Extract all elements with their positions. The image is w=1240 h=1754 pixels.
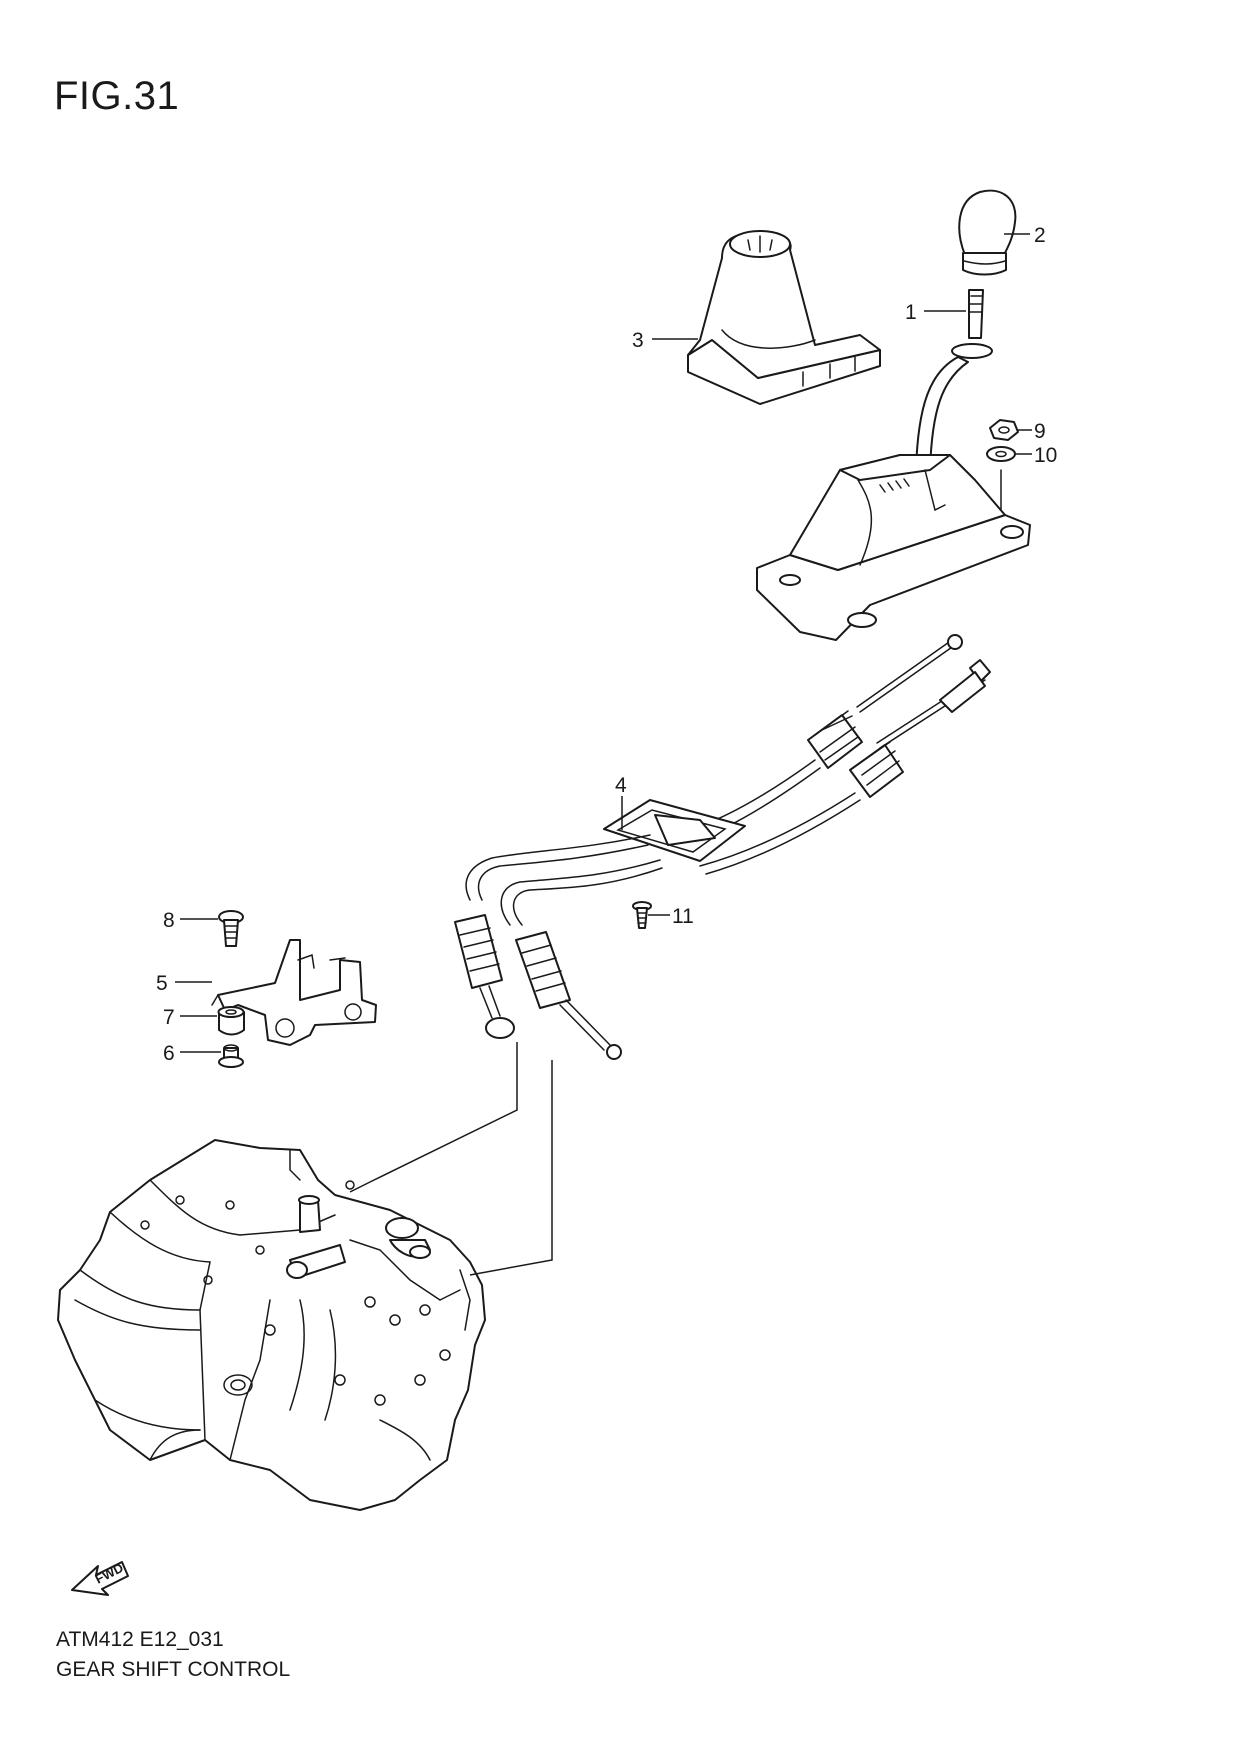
callout-10: 10	[1015, 444, 1057, 467]
callout-7-label: 7	[163, 1006, 175, 1029]
callout-5: 5	[156, 972, 212, 995]
callout-11: 11	[648, 905, 694, 928]
nut	[989, 419, 1019, 441]
callout-5-label: 5	[156, 972, 168, 995]
callout-3: 3	[632, 329, 698, 352]
shift-lever	[915, 289, 993, 471]
callout-7: 7	[163, 1006, 217, 1029]
callout-6: 6	[163, 1042, 221, 1065]
fwd-arrow-icon: FWD	[71, 1560, 129, 1596]
callout-11-label: 11	[672, 905, 694, 928]
bolt-bracket	[218, 910, 244, 947]
callout-2-label: 2	[1034, 224, 1046, 247]
shift-cable-assembly	[454, 634, 991, 1060]
drawing-code: ATM412 E12_031	[56, 1628, 224, 1651]
callout-8-label: 8	[163, 909, 175, 932]
callout-10-label: 10	[1034, 444, 1057, 467]
transaxle-case	[57, 1139, 486, 1511]
callout-1-label: 1	[905, 301, 917, 324]
connection-leaders	[349, 1042, 553, 1276]
callout-4-label: 4	[615, 774, 627, 797]
shift-boot	[687, 230, 881, 405]
callout-9-label: 9	[1034, 420, 1046, 443]
callout-9: 9	[1018, 420, 1046, 443]
callout-6-label: 6	[163, 1042, 175, 1065]
bushing	[217, 1006, 245, 1036]
callout-3-label: 3	[632, 329, 644, 352]
drawing-title: GEAR SHIFT CONTROL	[56, 1658, 291, 1681]
shifter-base-housing	[756, 454, 1031, 641]
figure-title: FIG.31	[54, 74, 180, 118]
callout-4: 4	[615, 774, 627, 830]
shift-knob	[958, 189, 1017, 276]
washer	[986, 446, 1016, 462]
bolt-small	[632, 901, 652, 929]
callout-2: 2	[1004, 224, 1046, 247]
callout-8: 8	[163, 909, 218, 932]
cable-bracket	[211, 939, 377, 1046]
callout-1: 1	[905, 301, 966, 324]
collar	[218, 1044, 244, 1068]
